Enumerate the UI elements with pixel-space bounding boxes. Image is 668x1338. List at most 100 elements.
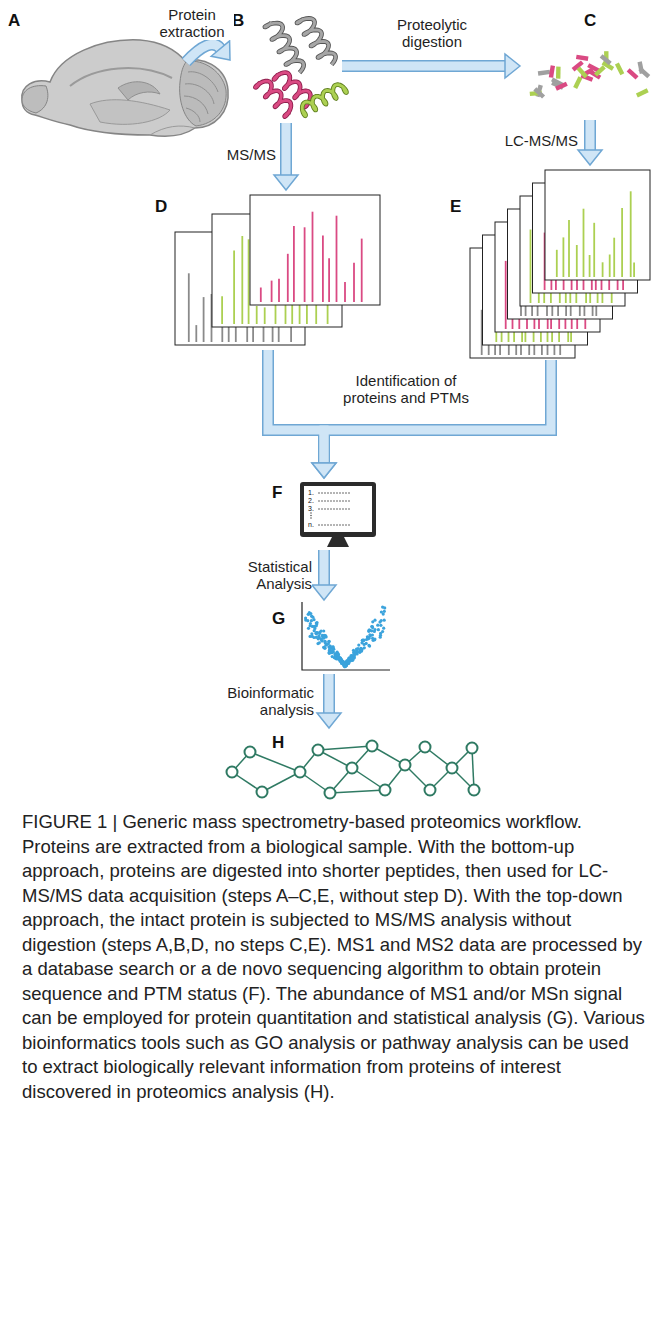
arrow-outline [584, 120, 596, 150]
plot-dot [316, 642, 319, 645]
workflow-panel: D [152, 190, 384, 350]
spectrum-peak [530, 230, 532, 304]
spectrum-peak [195, 325, 197, 342]
plot-dot [323, 647, 326, 650]
plot-dot [367, 629, 370, 632]
plot-axes [302, 602, 390, 670]
peptide [576, 55, 589, 61]
arrow-label: MS/MS [196, 146, 276, 163]
helix-ribbon [265, 23, 304, 73]
network-node [227, 767, 238, 778]
arrow-label: Identification of proteins and PTMs [335, 372, 477, 406]
spectrum-peak [248, 239, 250, 324]
spectrum-peak [361, 239, 363, 302]
panel-letter: C [584, 12, 596, 30]
arrowhead [505, 54, 520, 78]
spectrum-peak [287, 254, 289, 302]
workflow-panel: C [520, 8, 660, 120]
olfactory-bulb [22, 86, 48, 113]
plot-dot [310, 615, 313, 618]
peptide [627, 68, 639, 79]
figure-caption: FIGURE 1 | Generic mass spectrometry-bas… [22, 810, 648, 1104]
spectrum-peak [188, 273, 190, 342]
spectrum-peak [336, 216, 338, 302]
plot-dot [332, 645, 335, 648]
peptide [600, 54, 612, 65]
spectrum-peak [583, 209, 585, 277]
plot-dot [357, 644, 360, 647]
plot-dot [379, 624, 382, 627]
plot-dot [314, 632, 317, 635]
spectra-stack [175, 195, 380, 345]
spectrum-peak [304, 227, 306, 302]
plot-dot [377, 628, 380, 631]
plot-dot [381, 606, 384, 609]
arrow-shaft [324, 360, 551, 463]
peptide [636, 88, 649, 97]
helix-edge [265, 23, 304, 73]
spectrum-peak [203, 297, 205, 342]
arrow-outline [323, 674, 335, 713]
plot-dot [310, 632, 313, 635]
spectrum-peak [633, 262, 635, 277]
plot-dot [352, 649, 355, 652]
spectrum-peak [256, 306, 258, 324]
plot-dot [315, 621, 318, 624]
plot-dot [309, 612, 312, 615]
network-node [380, 785, 391, 796]
plot-dot [331, 646, 334, 649]
plot-dot [367, 637, 370, 640]
spectrum-peak [589, 255, 591, 277]
plot-dot [362, 638, 365, 641]
spectrum-peak [328, 258, 330, 302]
workflow-panel: B [230, 8, 342, 123]
screen-dot [310, 515, 311, 516]
plot-dot [322, 636, 325, 639]
arrowhead [317, 713, 341, 728]
plot-dot [373, 638, 376, 641]
screen-dot [310, 517, 311, 518]
plot-dot [315, 621, 318, 624]
screen-dot [310, 512, 311, 513]
network-node [367, 741, 378, 752]
arrowhead [312, 463, 336, 478]
plot-dot [343, 664, 346, 667]
network-node [400, 760, 411, 771]
network-node [420, 742, 431, 753]
plot-dot [360, 650, 363, 653]
arrow-label: LC-MS/MS [476, 132, 578, 149]
protein-illustration [255, 18, 346, 116]
midbrain [90, 100, 170, 125]
plot-dot [313, 625, 316, 628]
network-node [325, 788, 336, 799]
peptide [556, 67, 561, 79]
hippocampus [118, 82, 160, 100]
plot-dot [352, 657, 355, 660]
plot-dot [379, 632, 382, 635]
peptide [549, 65, 555, 78]
spectrum-peak [563, 237, 565, 277]
plot-dot [373, 630, 376, 633]
arrow-shaft [325, 674, 334, 713]
plot-dot [380, 610, 383, 613]
arrow-outline [318, 550, 330, 585]
peptide [615, 62, 624, 75]
network-node [347, 763, 358, 774]
network-node [467, 743, 478, 754]
network-node [295, 767, 306, 778]
screen-list-number: 3. [308, 505, 314, 513]
plot-dot [324, 640, 327, 643]
spectrum-peak [312, 212, 314, 302]
spectrum-peak [576, 245, 578, 277]
plot-dot [322, 636, 325, 639]
plot-dot [322, 636, 325, 639]
network-link [250, 752, 300, 772]
screen-lines [318, 493, 350, 525]
spectrum-peak [260, 288, 262, 303]
helix-ribbon [297, 18, 336, 64]
spectrum-peak [556, 250, 558, 277]
plot-dot [344, 664, 347, 667]
arrow-label: Protein extraction [150, 6, 234, 40]
network-node [425, 785, 436, 796]
plot-dot [331, 650, 334, 653]
